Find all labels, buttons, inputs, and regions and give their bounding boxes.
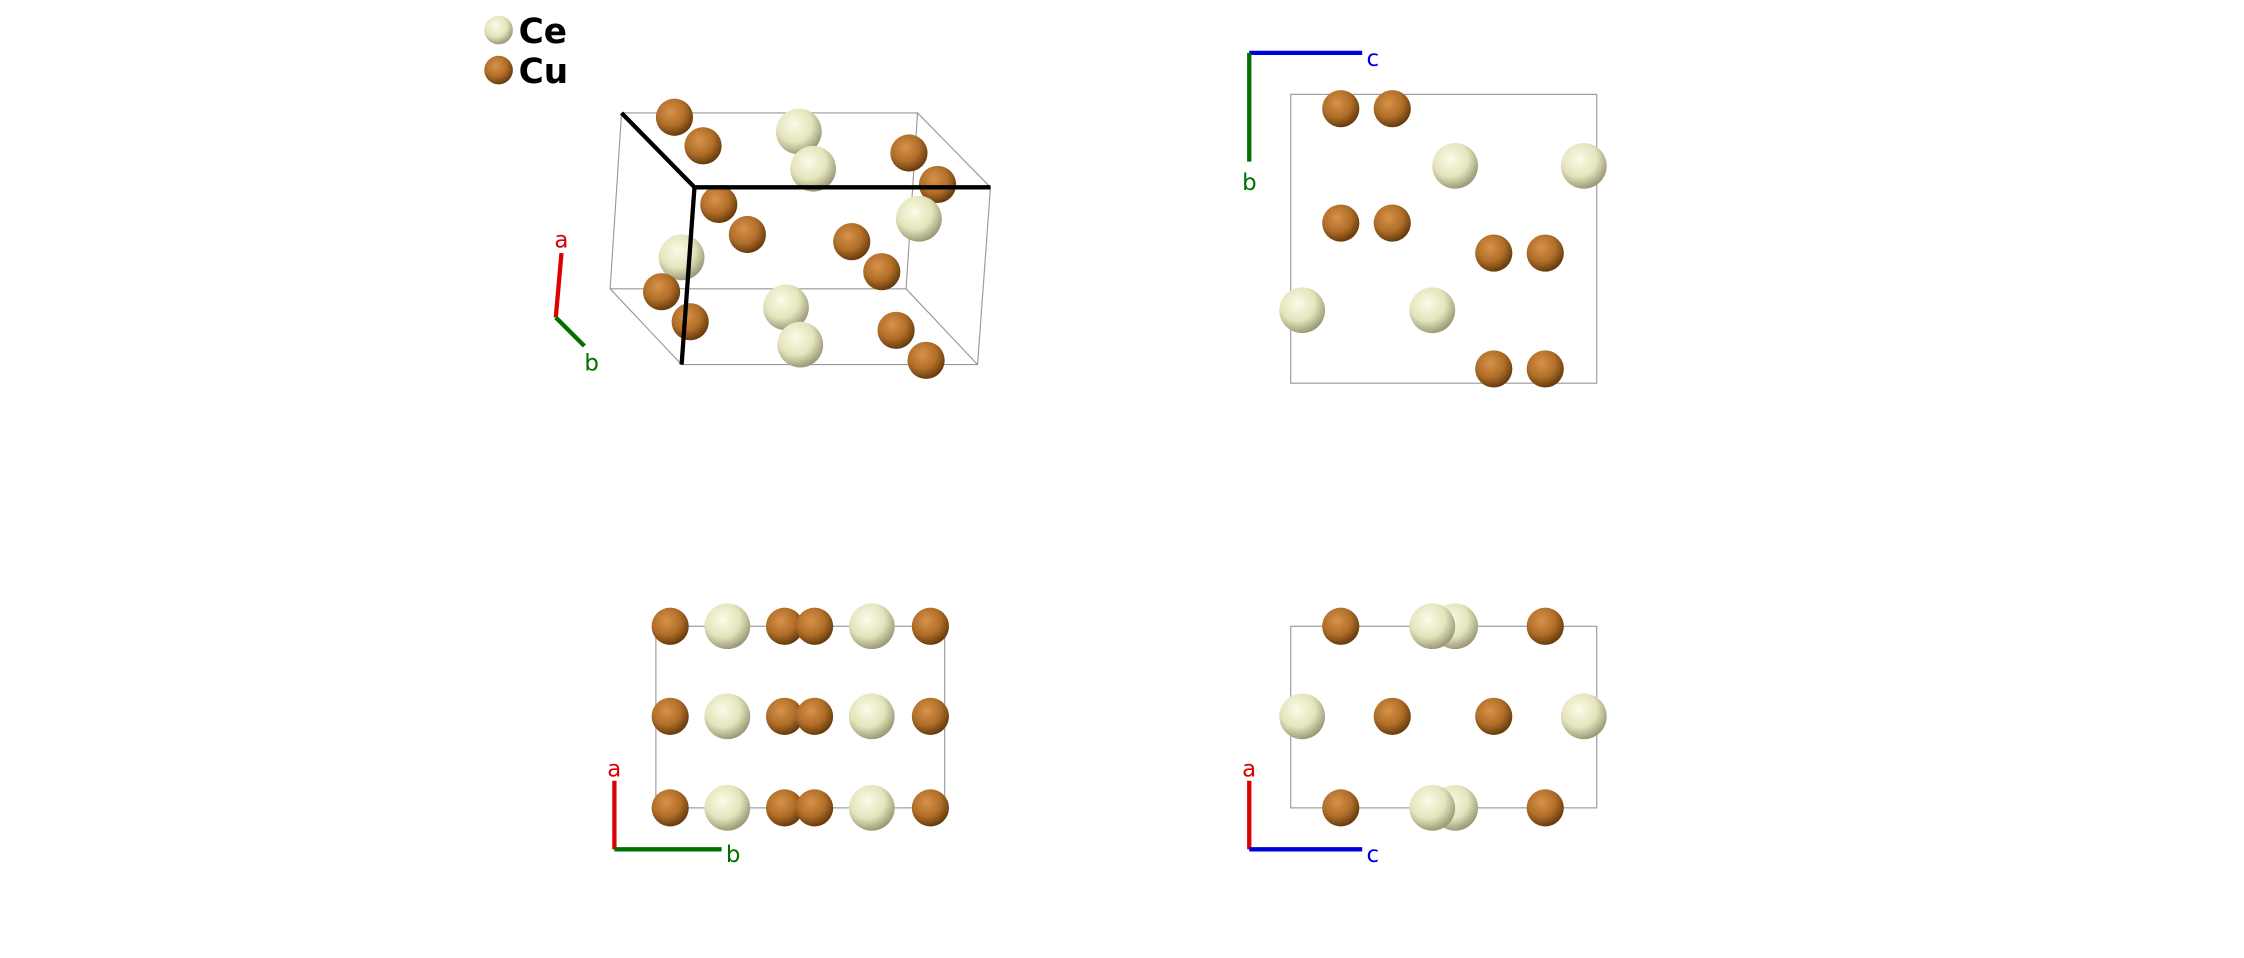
atom-cu — [1526, 350, 1564, 388]
atom-cu — [795, 607, 834, 645]
atom-cu — [1373, 204, 1411, 242]
atoms — [651, 603, 949, 831]
legend-ce-label: Ce — [519, 12, 567, 52]
atom-cu — [651, 607, 689, 645]
atom-ce — [1560, 142, 1607, 189]
panel-view-along-a: c b — [1242, 46, 1607, 388]
atom-cu — [765, 789, 804, 827]
panel-view-along-b: a c — [1242, 603, 1607, 868]
atom-ce — [848, 784, 895, 831]
atom-cu — [651, 697, 689, 735]
atom-ce — [848, 603, 895, 650]
axis-triad: c b — [1242, 46, 1379, 196]
atom-cu — [911, 607, 949, 645]
atom-cu — [700, 185, 738, 224]
atom-cu — [1373, 697, 1411, 735]
atom-cu — [877, 311, 915, 349]
atom-ce — [704, 693, 751, 740]
atom-cu — [1322, 90, 1360, 128]
atom-cu — [655, 98, 694, 136]
atom-cu — [795, 789, 834, 827]
atom-cu — [671, 303, 709, 341]
atom-cu — [1322, 204, 1360, 242]
atom-cu — [1322, 607, 1360, 645]
axis-b-label: b — [726, 842, 741, 868]
axis-a — [553, 252, 564, 318]
legend-cu-label: Cu — [519, 52, 569, 92]
atom-ce — [1409, 784, 1456, 831]
atom-ce — [1409, 287, 1456, 334]
atom-cu — [890, 134, 928, 172]
atom-cu — [1475, 234, 1513, 272]
axis-b-label: b — [584, 350, 599, 376]
atom-ce — [790, 145, 837, 192]
atom-ce — [777, 321, 824, 368]
atom-cu — [1526, 234, 1564, 272]
unit-cell-box — [1290, 93, 1598, 384]
atom-cu — [795, 697, 834, 735]
cell-axes-lines — [620, 111, 991, 365]
atom-cu — [863, 253, 901, 291]
unit-cell-box — [1290, 625, 1598, 809]
atom-cu — [1373, 90, 1411, 128]
atom-ce — [1279, 693, 1326, 740]
atoms — [1279, 90, 1607, 388]
axis-a-label: a — [607, 756, 621, 782]
axis-c-label: c — [1367, 46, 1380, 72]
atom-cu — [833, 223, 871, 261]
atom-cu — [1475, 350, 1513, 388]
atom-ce — [704, 784, 751, 831]
axis-triad: a b — [553, 227, 599, 376]
atom-cu — [728, 215, 766, 254]
atom-ce — [704, 603, 751, 650]
axis-a-label: a — [554, 227, 568, 253]
atom-ce — [763, 284, 809, 331]
atom-ce — [775, 108, 822, 155]
atom-ce — [1560, 693, 1607, 740]
atom-cu — [1475, 697, 1513, 735]
atom-ce — [1279, 287, 1326, 334]
atom-ce — [1409, 603, 1456, 650]
atom-cu — [1526, 607, 1564, 645]
axis-b — [554, 315, 586, 348]
panel-perspective: a b — [553, 98, 992, 379]
axis-b-label: b — [1242, 170, 1257, 196]
atom-cu — [1526, 789, 1564, 827]
atom-ce — [1432, 142, 1479, 189]
panel-view-along-c: a b — [607, 603, 949, 868]
atom-cu — [643, 273, 681, 311]
atom-cu — [684, 127, 722, 165]
axis-triad: a c — [1242, 756, 1379, 868]
legend-ce-swatch — [484, 15, 513, 45]
atom-cu — [1322, 789, 1360, 827]
atom-ce — [848, 693, 895, 740]
atoms — [643, 98, 957, 379]
atom-cu — [765, 697, 804, 735]
axis-c-label: c — [1367, 842, 1380, 868]
atom-ce — [658, 234, 705, 281]
legend: Ce Cu — [484, 12, 568, 92]
axis-triad: a b — [607, 756, 740, 868]
atom-ce — [896, 195, 942, 242]
atom-cu — [911, 789, 949, 827]
atom-cu — [651, 789, 689, 827]
axis-a-label: a — [1242, 756, 1256, 782]
atom-cu — [918, 165, 957, 204]
atom-cu — [907, 341, 945, 379]
atom-cu — [911, 697, 949, 735]
atom-cu — [765, 607, 804, 645]
legend-cu-swatch — [484, 55, 513, 85]
atoms — [1279, 603, 1607, 831]
